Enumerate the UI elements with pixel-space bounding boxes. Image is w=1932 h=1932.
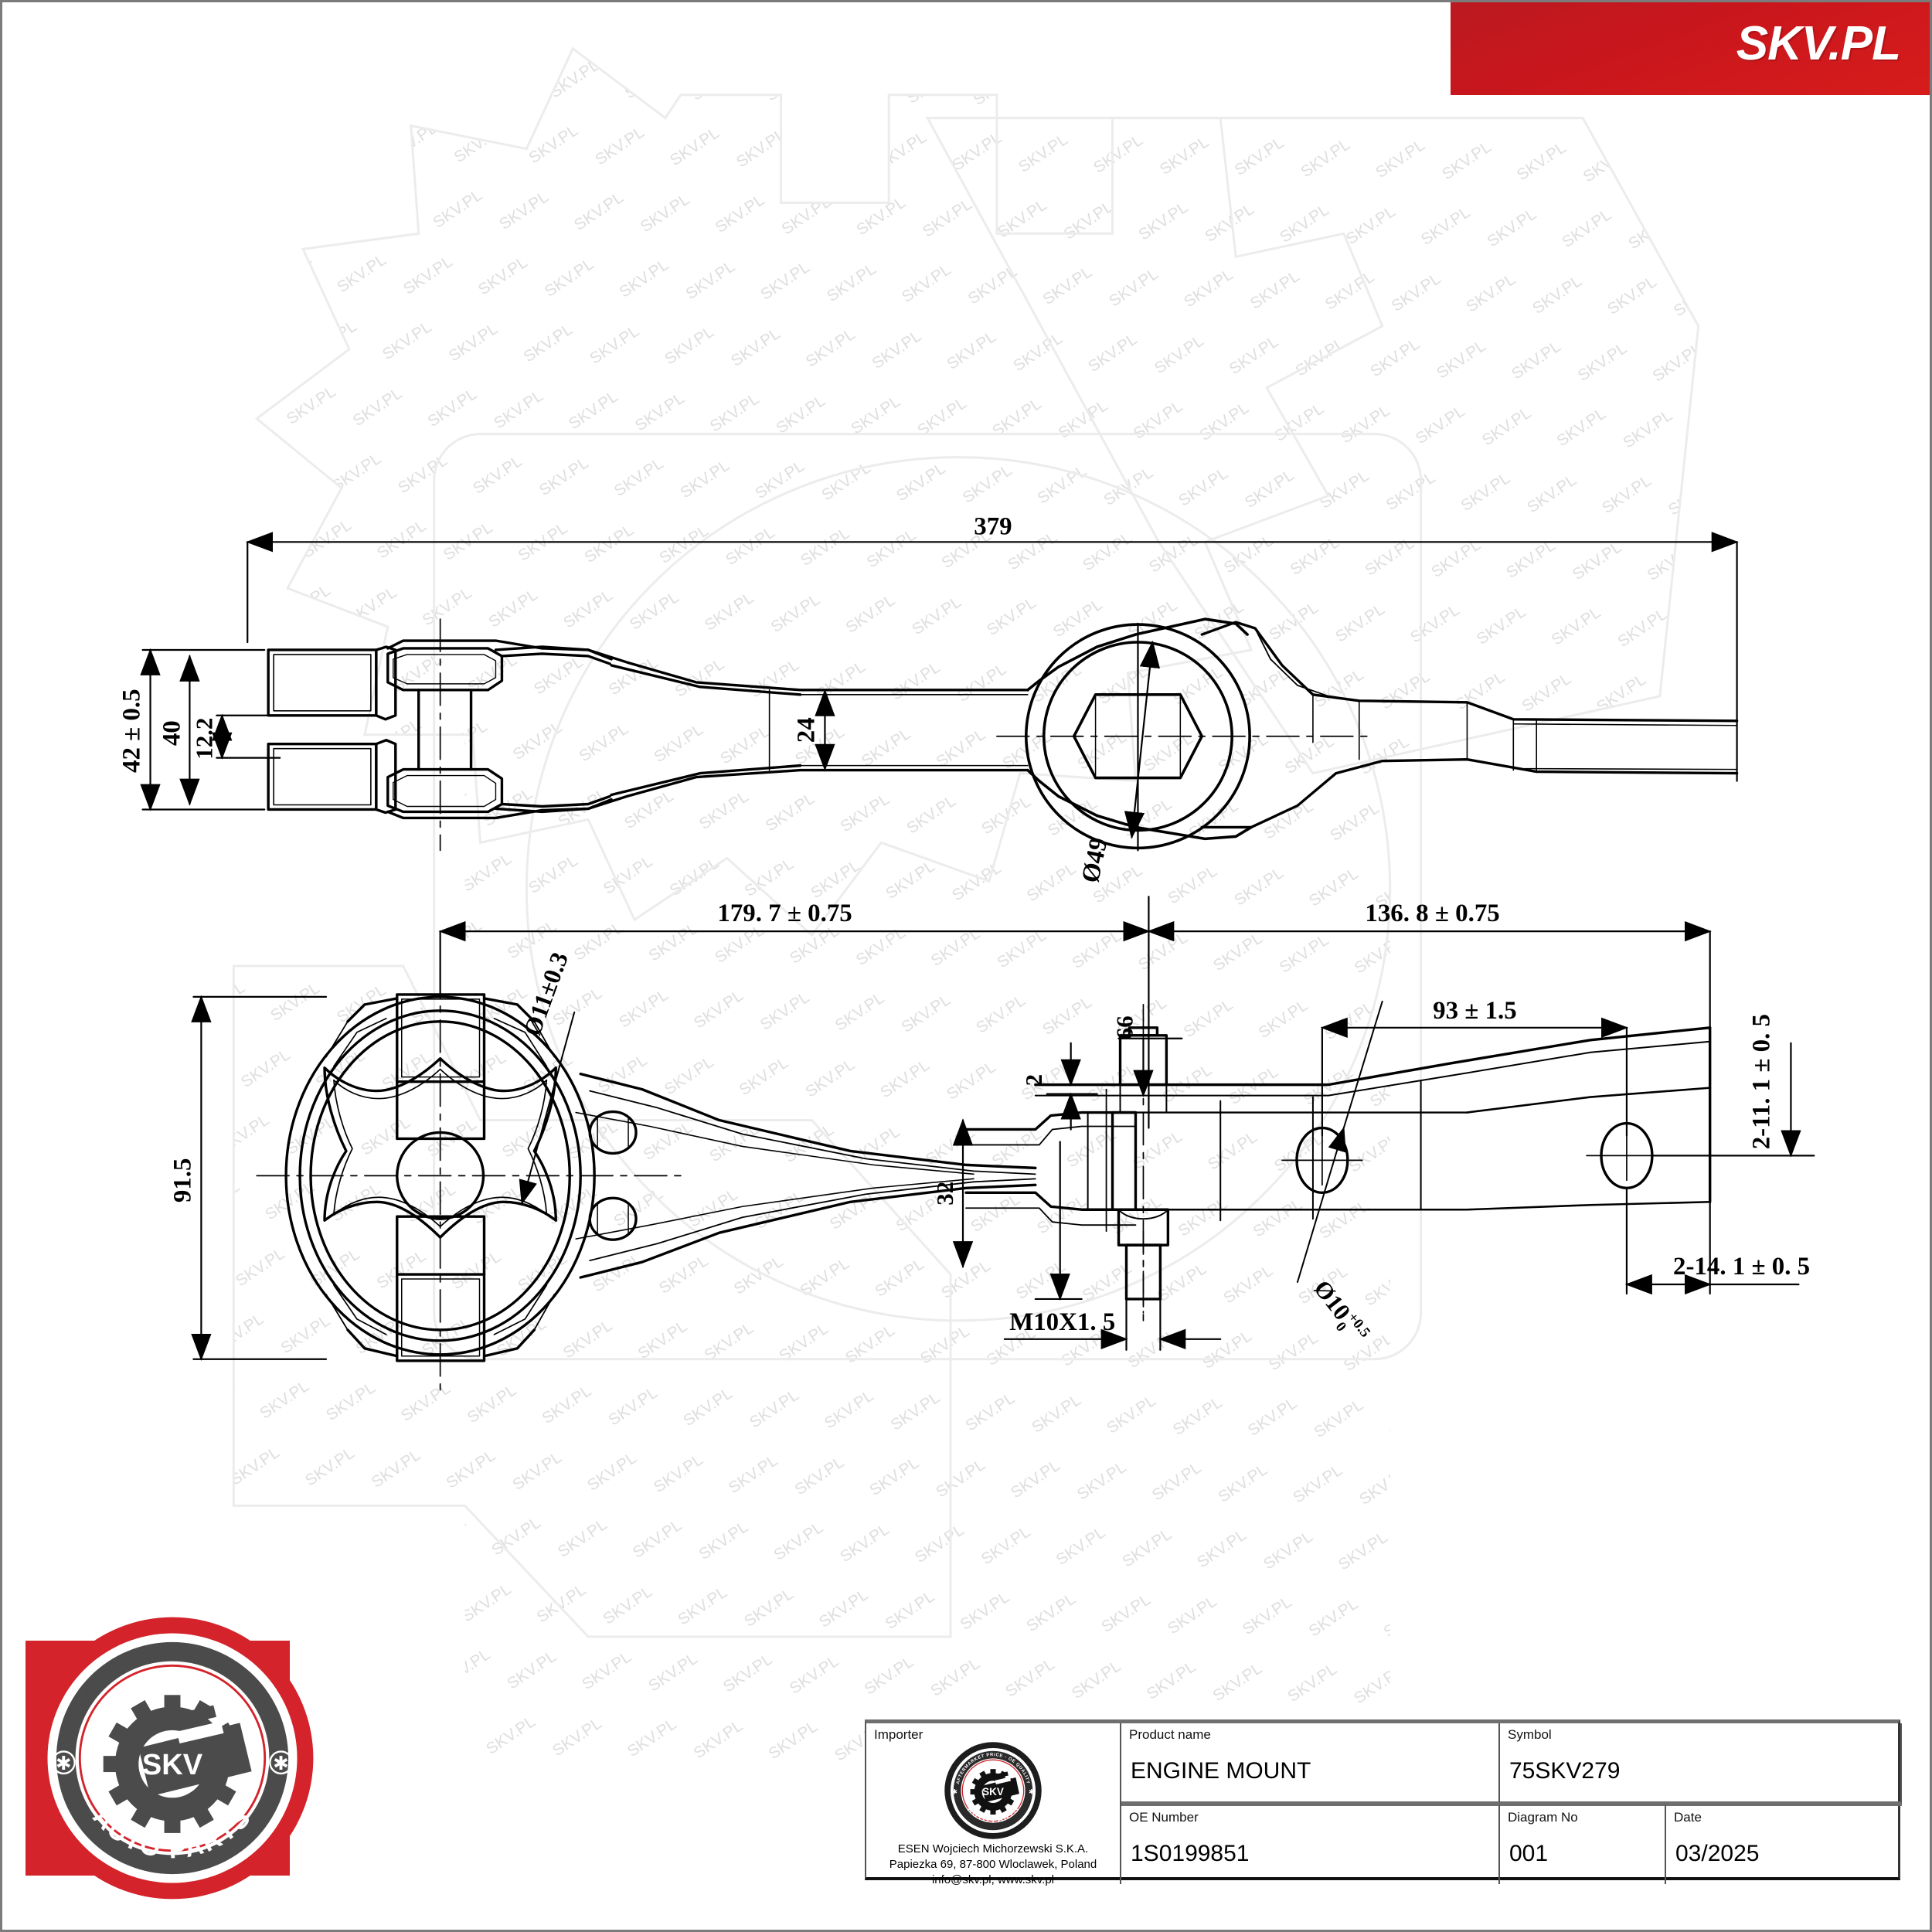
svg-text:42 ± 0.5: 42 ± 0.5 xyxy=(118,689,146,773)
diagram-value: 001 xyxy=(1509,1841,1549,1866)
importer-name: ESEN Wojciech Michorzewski S.K.A. xyxy=(897,1842,1089,1855)
badge-star-left-icon: ✱ xyxy=(56,1753,72,1774)
dim-12-2 xyxy=(212,713,281,760)
importer-star-right-icon: ✱ xyxy=(1029,1787,1035,1795)
importer-address: Papiezka 69, 87-800 Wloclawek, Poland xyxy=(889,1857,1097,1871)
skv-banner: SKV.PL xyxy=(1451,2,1930,95)
side-view-right-arm xyxy=(1200,621,1739,829)
svg-text:91.5: 91.5 xyxy=(168,1158,196,1203)
svg-text:2-14. 1 ± 0. 5: 2-14. 1 ± 0. 5 xyxy=(1673,1253,1810,1281)
importer-logo-text: SKV xyxy=(982,1785,1004,1797)
importer-caption: Importer xyxy=(874,1727,923,1742)
plan-view-arm xyxy=(575,1072,1037,1279)
dim-91-5 xyxy=(191,995,328,1361)
dim-dia10 xyxy=(1296,1000,1383,1284)
dim-66 xyxy=(1117,1037,1183,1097)
svg-text:Ø11±0.3: Ø11±0.3 xyxy=(519,949,573,1040)
diagram-caption: Diagram No xyxy=(1508,1810,1578,1825)
svg-text:2-11. 1 ± 0. 5: 2-11. 1 ± 0. 5 xyxy=(1747,1014,1775,1149)
svg-text:179. 7 ± 0.75: 179. 7 ± 0.75 xyxy=(717,900,852,927)
svg-text:40: 40 xyxy=(158,720,185,746)
oe-caption: OE Number xyxy=(1129,1810,1199,1825)
svg-text:32: 32 xyxy=(931,1182,958,1206)
badge-center-text: SKV xyxy=(142,1749,203,1781)
svg-text:2: 2 xyxy=(1020,1074,1047,1086)
svg-text:24: 24 xyxy=(792,717,820,743)
product-caption: Product name xyxy=(1129,1727,1211,1742)
plan-view-bracket xyxy=(964,1026,1712,1301)
title-block-product-cell: Product name ENGINE MOUNT xyxy=(1121,1723,1500,1804)
title-block-oe-cell: OE Number 1S0199851 xyxy=(1121,1804,1500,1884)
dim-42 xyxy=(140,648,266,811)
oe-value: 1S0199851 xyxy=(1131,1841,1250,1866)
date-caption: Date xyxy=(1674,1810,1702,1825)
svg-text:12.2: 12.2 xyxy=(190,718,217,760)
dim-overall-length xyxy=(246,532,1739,782)
banner-brand-text: SKV.PL xyxy=(1736,17,1901,70)
importer-logo: SKV AFTERMARKET PRICE - OE QUALITY AUTO … xyxy=(944,1741,1043,1840)
svg-text:93 ± 1.5: 93 ± 1.5 xyxy=(1433,997,1517,1025)
importer-contact: info@skv.pl, www.skv.pl xyxy=(931,1873,1055,1887)
symbol-caption: Symbol xyxy=(1508,1727,1552,1742)
title-block: Importer xyxy=(865,1719,1902,1886)
dim-m10 xyxy=(1003,1141,1222,1351)
banner-shape xyxy=(1451,2,1930,95)
date-value: 03/2025 xyxy=(1675,1841,1760,1866)
dim-2-11-1 xyxy=(1651,1042,1815,1158)
auto-parts-badge: SKV AFTERMARKET PRICE - OE QUALITY AUTO … xyxy=(26,1604,319,1913)
side-view-body xyxy=(267,639,1029,820)
symbol-value: 75SKV279 xyxy=(1509,1758,1621,1784)
title-block-date-cell: Date 03/2025 xyxy=(1666,1804,1902,1884)
dim-136-8 xyxy=(1147,896,1712,1137)
svg-text:Ø49: Ø49 xyxy=(1077,835,1113,886)
product-value: ENGINE MOUNT xyxy=(1131,1758,1311,1784)
badge-star-right-icon: ✱ xyxy=(273,1753,289,1774)
svg-text:66: 66 xyxy=(1111,1015,1138,1039)
dim-dia11 xyxy=(519,1011,576,1206)
importer-details: ESEN Wojciech Michorzewski S.K.A. Papiez… xyxy=(889,1842,1097,1889)
dim-2-14-1 xyxy=(1624,1189,1800,1295)
dim-2 xyxy=(1046,1042,1098,1131)
svg-text:136. 8 ± 0.75: 136. 8 ± 0.75 xyxy=(1365,900,1499,927)
title-block-symbol-cell: Symbol 75SKV279 xyxy=(1500,1723,1902,1804)
svg-text:379: 379 xyxy=(974,512,1012,540)
dim-dia49 xyxy=(1124,622,1161,852)
svg-text:M10X1. 5: M10X1. 5 xyxy=(1009,1308,1115,1336)
title-block-importer-cell: Importer xyxy=(866,1723,1121,1886)
title-block-diagram-cell: Diagram No 001 xyxy=(1500,1804,1666,1884)
side-centrelines xyxy=(439,618,1368,852)
dim-93 xyxy=(1320,1017,1629,1137)
importer-star-left-icon: ✱ xyxy=(951,1787,957,1795)
